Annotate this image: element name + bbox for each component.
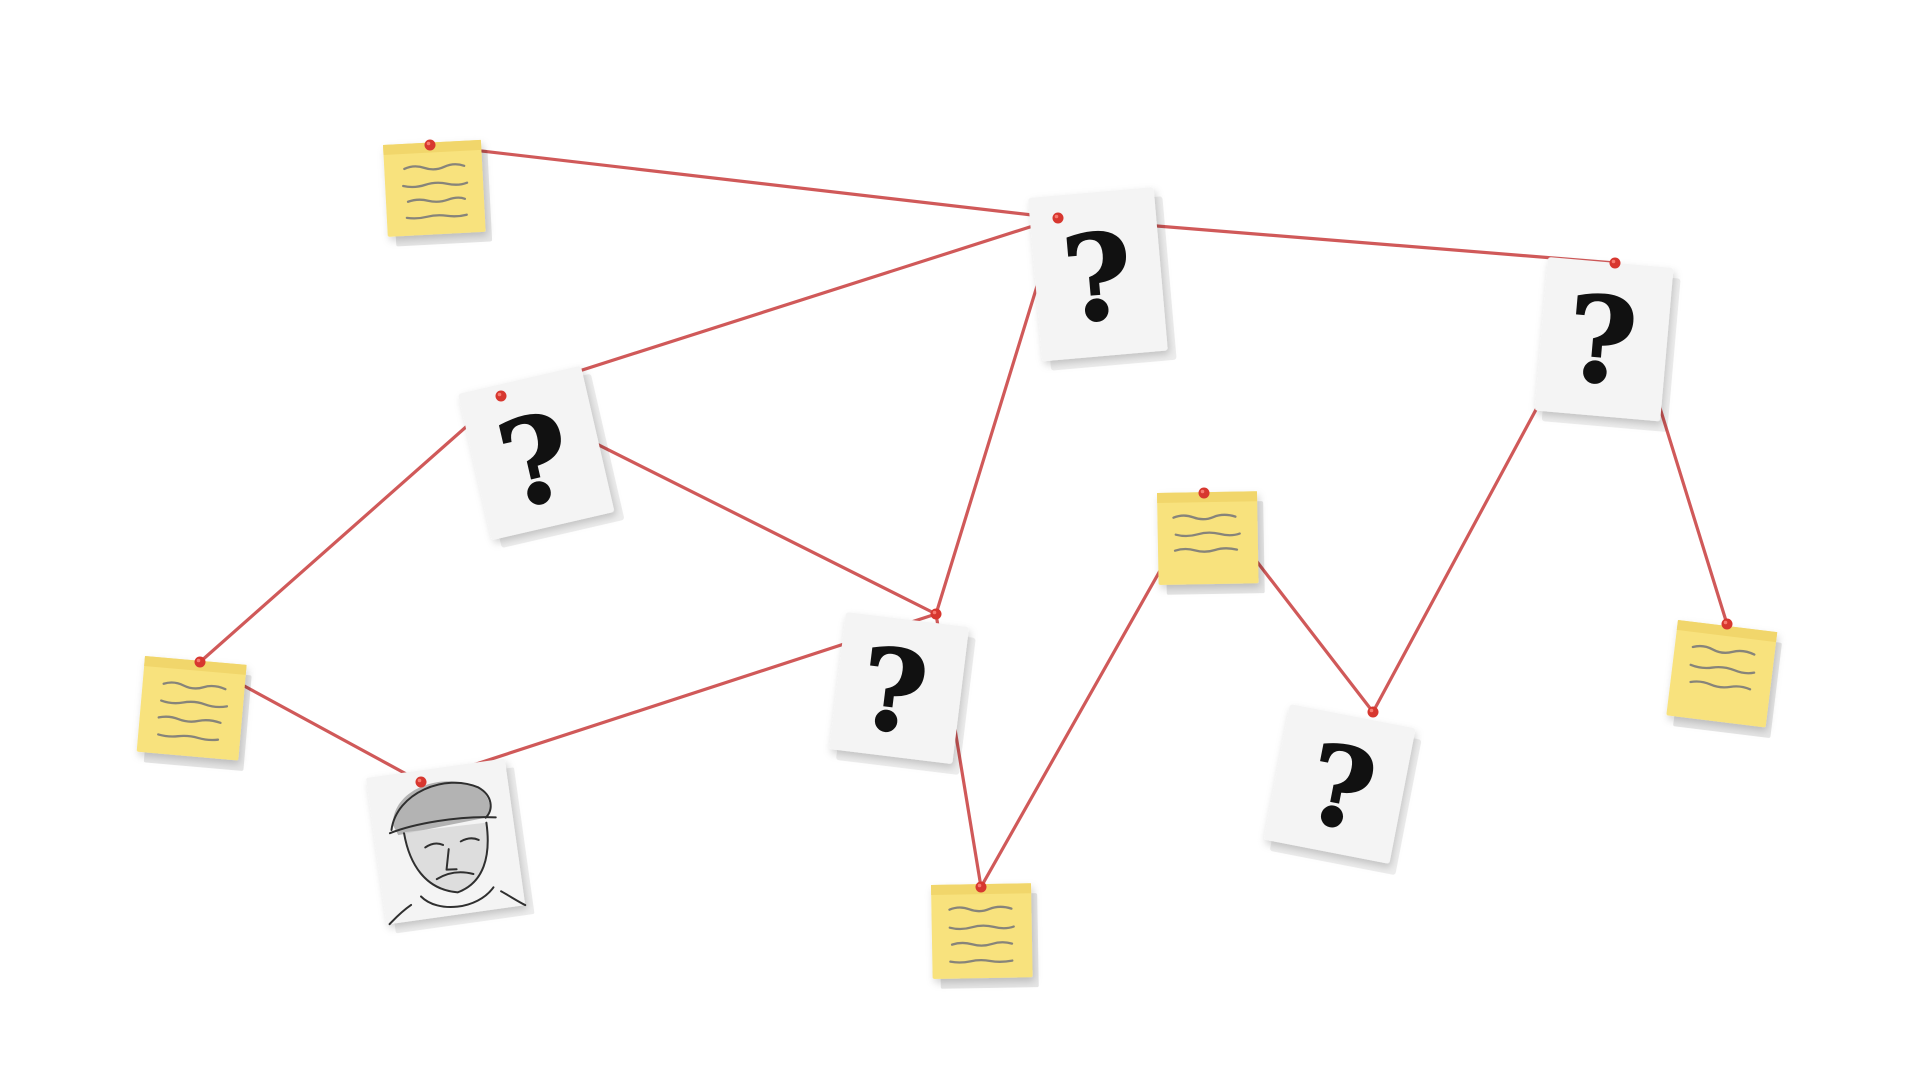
red-pin-icon: [415, 776, 427, 788]
sticky-note-bottom-center: [931, 883, 1039, 989]
red-pin-icon: [930, 608, 942, 620]
string-segment: [198, 394, 503, 664]
sticky-note-center-right: [1157, 491, 1265, 595]
sticky-note-left: [136, 656, 252, 771]
red-pin-icon: [975, 881, 987, 893]
suspect-sketch-card: [366, 758, 535, 934]
string-segment: [428, 143, 1060, 220]
sticky-note-right: [1666, 620, 1782, 738]
red-pin-icon: [1198, 487, 1210, 499]
red-pin-icon: [495, 390, 507, 402]
question-card-bottom-right: ?: [1264, 704, 1422, 875]
red-pin-icon: [1367, 706, 1379, 718]
question-card-center: ?: [829, 612, 976, 775]
red-pin-icon: [194, 656, 206, 668]
question-card-left-middle: ?: [458, 366, 624, 548]
question-mark: ?: [1057, 205, 1138, 349]
sticky-note-top-left: [383, 139, 493, 247]
question-card-top-center: ?: [1028, 187, 1177, 371]
red-pin-icon: [1052, 212, 1064, 224]
string-segment: [499, 216, 1060, 398]
red-pin-icon: [1609, 257, 1621, 269]
question-card-top-right: ?: [1534, 257, 1681, 432]
pins-layer: [194, 139, 1733, 893]
question-mark: ?: [1561, 268, 1642, 412]
red-pin-icon: [424, 139, 436, 151]
red-pin-icon: [1721, 618, 1733, 630]
suspect-sketch: [388, 781, 527, 926]
